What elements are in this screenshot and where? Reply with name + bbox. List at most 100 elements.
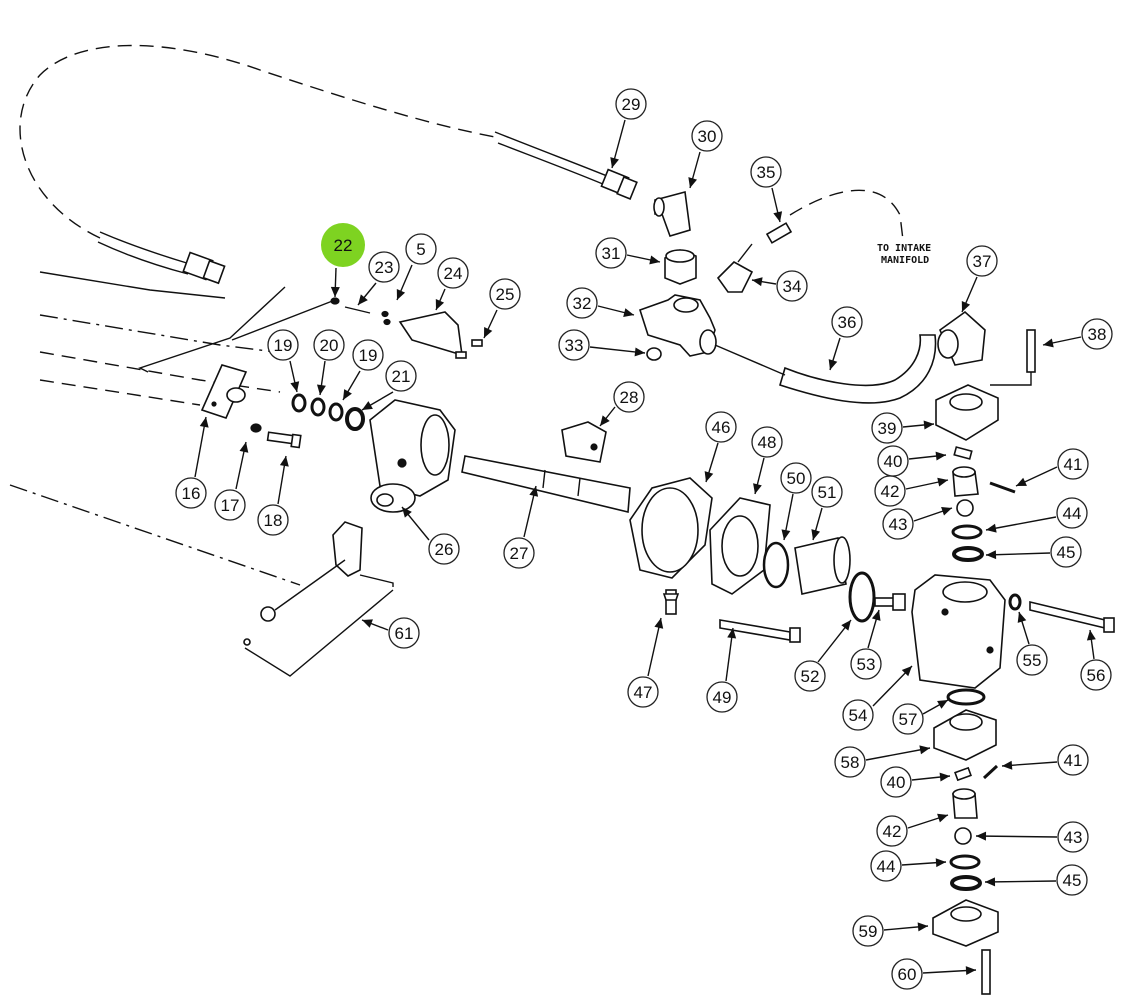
callout-c43a: 43 (882, 508, 914, 540)
callout-c17: 17 (214, 489, 246, 521)
callout-label: 41 (1064, 455, 1083, 474)
callout-label: 22 (334, 236, 353, 255)
callout-c26: 26 (428, 533, 460, 565)
part-19-seal-a (291, 393, 307, 413)
leader-lines (194, 119, 1096, 976)
callout-label: 33 (565, 336, 584, 355)
callout-c47: 47 (627, 676, 659, 708)
callout-circle (428, 533, 460, 565)
callout-c33-arrowhead (634, 347, 645, 357)
callout-label: 32 (573, 294, 592, 313)
callout-circle (850, 648, 882, 680)
part-5-a (381, 310, 389, 318)
callout-circle (1057, 821, 1089, 853)
callout-label: 17 (221, 496, 240, 515)
callout-circle (871, 412, 903, 444)
callout-c56: 56 (1080, 659, 1112, 691)
part-42-lower (952, 788, 978, 819)
callout-label: 36 (838, 313, 857, 332)
part-56-bolt (1029, 600, 1115, 633)
callout-c29: 29 (615, 88, 647, 120)
callout-c32: 32 (566, 287, 598, 319)
callout-label: 19 (359, 346, 378, 365)
part-33-plug (646, 347, 662, 361)
callout-label: 57 (899, 710, 918, 729)
callout-c20-arrowhead (317, 384, 326, 395)
part-41-lower (982, 764, 999, 780)
callout-c61: 61 (388, 617, 420, 649)
callout-c51-arrowhead (811, 529, 821, 540)
callout-c37: 37 (966, 245, 998, 277)
hose-fitting-right (600, 168, 638, 201)
callout-circle (489, 278, 521, 310)
callout-circle (1016, 644, 1048, 676)
callout-circle (874, 475, 906, 507)
callout-label: 60 (898, 965, 917, 984)
callout-circle (321, 223, 365, 267)
callout-label: 29 (622, 95, 641, 114)
part-36-hose (779, 334, 937, 404)
callout-c41b-arrowhead (1002, 760, 1013, 770)
callout-circle (1081, 318, 1113, 350)
callout-c44a-arrowhead (986, 523, 997, 533)
callout-label: 56 (1087, 666, 1106, 685)
callout-circle (842, 699, 874, 731)
callout-c49: 49 (706, 681, 738, 713)
callout-circle (794, 660, 826, 692)
callout-circle (880, 766, 912, 798)
callout-label: 35 (757, 163, 776, 182)
callout-label: 18 (264, 511, 283, 530)
hose-fitting-left (182, 251, 226, 285)
callout-label: 46 (712, 418, 731, 437)
callout-circle (811, 476, 843, 508)
callout-c40a: 40 (877, 445, 909, 477)
callout-c19b-arrowhead (343, 389, 352, 400)
callout-label: 45 (1063, 871, 1082, 890)
callout-c54: 54 (842, 699, 874, 731)
callout-c46: 46 (705, 411, 737, 443)
callout-c23-arrowhead (358, 294, 368, 305)
part-34-valve (716, 243, 754, 293)
callout-c46-arrowhead (704, 471, 714, 482)
callout-circle (368, 251, 400, 283)
callout-label: 49 (713, 688, 732, 707)
part-60-bolt (981, 949, 991, 995)
callout-circle (595, 237, 627, 269)
callout-c50: 50 (780, 462, 812, 494)
part-48-flange (709, 497, 771, 595)
callout-c40a-arrowhead (935, 451, 946, 461)
callout-label: 43 (889, 515, 908, 534)
callout-c49-arrowhead (727, 628, 737, 639)
callout-circle (882, 508, 914, 540)
callout-c43b-arrowhead (976, 831, 987, 841)
callout-label: 50 (787, 469, 806, 488)
callout-label: 43 (1064, 828, 1083, 847)
callout-c17-arrowhead (239, 442, 249, 453)
callout-c36: 36 (831, 306, 863, 338)
callout-circle (891, 958, 923, 990)
callout-c44a: 44 (1056, 497, 1088, 529)
callout-label: 52 (801, 667, 820, 686)
part-24-bracket (398, 311, 463, 357)
part-40-upper (953, 446, 973, 460)
part-58-block (933, 709, 997, 761)
callout-c41a: 41 (1057, 448, 1089, 480)
callout-circle (566, 287, 598, 319)
callout-circle (831, 306, 863, 338)
callout-label: 38 (1088, 325, 1107, 344)
part-39-block (935, 384, 999, 441)
callout-c36-arrowhead (828, 359, 838, 370)
callout-c41a-arrowhead (1016, 477, 1027, 486)
callout-c56-arrowhead (1086, 630, 1096, 641)
callout-label: 53 (857, 655, 876, 674)
part-31-nut (664, 249, 697, 285)
callout-label: 24 (444, 264, 463, 283)
callout-c33: 33 (558, 329, 590, 361)
callout-label: 54 (849, 706, 868, 725)
callout-c34-arrowhead (752, 277, 763, 287)
part-44-upper (951, 524, 983, 540)
callout-c30: 30 (691, 120, 723, 152)
callout-c54-arrowhead (901, 666, 912, 677)
callout-circle (870, 850, 902, 882)
callout-c42a-arrowhead (937, 477, 948, 487)
